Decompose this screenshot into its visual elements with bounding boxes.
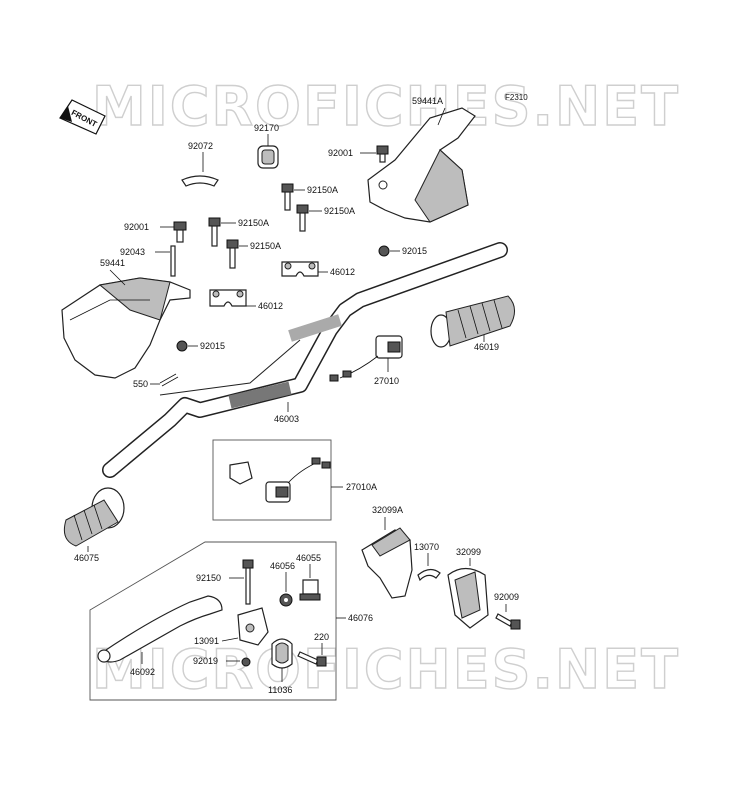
leader-59441A — [437, 107, 446, 126]
label-550: 550 — [133, 379, 148, 389]
switch-27010A — [229, 457, 331, 503]
label-32099: 32099 — [456, 547, 481, 557]
label-46012-2: 46012 — [258, 301, 283, 311]
label-11036: 11036 — [268, 685, 292, 695]
hand-guard-left — [61, 277, 191, 379]
label-46076: 46076 — [348, 613, 373, 623]
label-92150A-3: 92150A — [238, 218, 269, 228]
front-arrow-icon: FRONT — [59, 99, 106, 135]
clamp-11036 — [271, 638, 293, 669]
label-46012-1: 46012 — [330, 267, 355, 277]
bolt-92001-top — [376, 145, 389, 163]
label-92170: 92170 — [254, 123, 279, 133]
box-46076 — [89, 541, 337, 701]
bolt-220 — [297, 651, 327, 667]
bolt-92001-left — [173, 221, 187, 243]
label-46092: 46092 — [130, 667, 155, 677]
clamp-92170 — [257, 145, 279, 169]
label-32099A: 32099A — [372, 505, 403, 515]
watermark-top: MICROFICHES.NET — [92, 75, 680, 138]
pin-550 — [159, 373, 179, 387]
nut-92019 — [241, 657, 251, 667]
band-92072 — [181, 175, 219, 187]
grip-left-46075 — [63, 487, 125, 547]
bolt-92150A-3 — [208, 217, 221, 247]
diagram-code: F2310 — [505, 93, 528, 102]
label-92150A-4: 92150A — [250, 241, 281, 251]
label-92043: 92043 — [120, 247, 145, 257]
nut-46056 — [279, 593, 293, 607]
watermark-bottom: MICROFICHES.NET — [92, 638, 680, 701]
label-27010: 27010 — [374, 376, 399, 386]
grip-right-46019 — [430, 295, 515, 348]
label-59441A: 59441A — [412, 96, 443, 106]
pin-92043 — [170, 245, 176, 277]
label-92150A-2: 92150A — [324, 206, 355, 216]
label-13091: 13091 — [194, 636, 219, 646]
label-92150: 92150 — [196, 573, 221, 583]
box-27010A — [212, 439, 332, 521]
label-13070: 13070 — [414, 542, 439, 552]
label-92019: 92019 — [193, 656, 218, 666]
label-92150A-1: 92150A — [307, 185, 338, 195]
label-92015-left: 92015 — [200, 341, 225, 351]
bolt-92150A-1 — [281, 183, 294, 211]
label-92072: 92072 — [188, 141, 213, 151]
nut-92015-top — [378, 245, 390, 257]
nut-92015-left — [176, 340, 188, 352]
bolt-92150 — [242, 559, 254, 605]
label-46055: 46055 — [296, 553, 321, 563]
label-27010A: 27010A — [346, 482, 377, 492]
holder-46012-1 — [281, 261, 319, 277]
label-46056: 46056 — [270, 561, 295, 571]
housing-32099 — [447, 567, 489, 629]
spring-13070 — [417, 568, 441, 582]
adjuster-46055 — [299, 579, 321, 601]
label-46075: 46075 — [74, 553, 99, 563]
label-92001-top: 92001 — [328, 148, 353, 158]
handlebar-46003 — [102, 242, 508, 478]
label-92001-left: 92001 — [124, 222, 149, 232]
label-59441: 59441 — [100, 258, 125, 268]
label-92009: 92009 — [494, 592, 519, 602]
label-220: 220 — [314, 632, 329, 642]
bolt-92150A-4 — [226, 239, 239, 269]
lever-46092 — [97, 595, 223, 663]
bolt-92150A-2 — [296, 204, 309, 232]
screw-92009 — [495, 613, 521, 630]
switch-27010 — [329, 335, 403, 382]
hand-guard-right — [367, 107, 476, 223]
label-46003: 46003 — [274, 414, 299, 424]
holder-13091 — [237, 607, 269, 646]
holder-46012-2 — [209, 289, 247, 307]
label-92015-top: 92015 — [402, 246, 427, 256]
label-46019: 46019 — [474, 342, 499, 352]
housing-32099A — [361, 527, 413, 599]
